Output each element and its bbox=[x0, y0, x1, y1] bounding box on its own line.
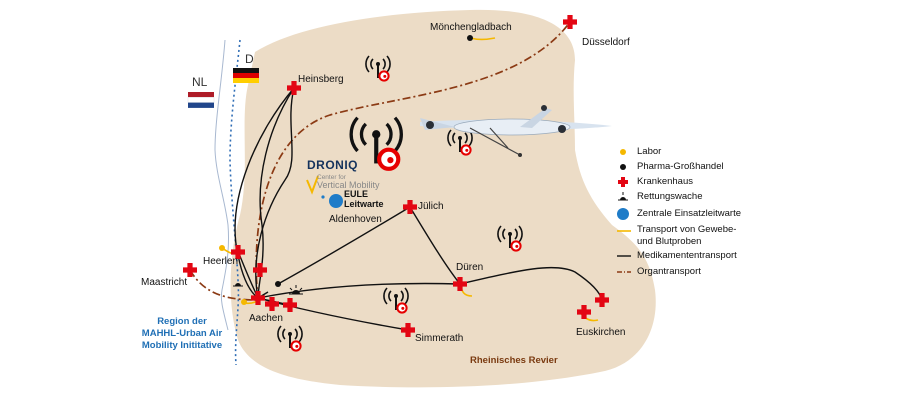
hospital-maastricht bbox=[183, 263, 197, 277]
border-line-solid bbox=[214, 39, 230, 331]
cvm-line: Vertical Mobility bbox=[317, 180, 380, 190]
country-label-nl: NL bbox=[192, 75, 208, 89]
legend-item: Rettungswache bbox=[615, 191, 702, 205]
city-label: Simmerath bbox=[415, 333, 463, 344]
initiative-line: Mobility Inititative bbox=[141, 340, 223, 351]
legend-item: Labor bbox=[615, 146, 661, 160]
cvm-line: Center for bbox=[317, 174, 346, 181]
initiative-label: Region der MAHHL-Urban Air Mobility Init… bbox=[122, 316, 242, 352]
ambulance-station-icon bbox=[289, 285, 303, 295]
city-label: Heerlen bbox=[203, 256, 238, 267]
legend-label: Organtransport bbox=[637, 266, 701, 277]
flag-netherlands-icon bbox=[187, 92, 215, 108]
legend-item: Medikamententransport bbox=[615, 250, 737, 264]
region-label: Rheinisches Revier bbox=[470, 355, 558, 366]
region-area bbox=[230, 9, 656, 388]
medication-routes bbox=[234, 87, 603, 331]
legend-label-line: Transport von Gewebe- bbox=[637, 224, 737, 235]
legend-label: Krankenhaus bbox=[637, 176, 693, 187]
control-center-marker bbox=[329, 194, 343, 208]
brown-dashdot-line-icon bbox=[615, 266, 637, 280]
legend-item: Zentrale Einsatzleitwarte bbox=[615, 207, 741, 221]
cvm-logo-icon bbox=[306, 175, 319, 195]
pharma-marker-moenchengladbach bbox=[467, 35, 473, 41]
yellow-dot-icon bbox=[615, 146, 637, 160]
legend-label: Zentrale Einsatzleitwarte bbox=[637, 208, 742, 219]
city-label: Heinsberg bbox=[298, 74, 344, 85]
city-label: Aldenhoven bbox=[329, 214, 382, 225]
city-label: Aachen bbox=[249, 313, 283, 324]
legend-label: Medikamententransport bbox=[637, 250, 737, 261]
flag-germany-icon bbox=[233, 68, 259, 83]
red-cross-icon bbox=[615, 176, 637, 190]
initiative-line: MAHHL-Urban Air bbox=[141, 328, 223, 339]
legend-label: Labor bbox=[637, 146, 662, 157]
eule-logo: EULE Leitwarte bbox=[344, 189, 384, 209]
droniq-logo: DRONIQ bbox=[307, 158, 358, 172]
city-label: Maastricht bbox=[141, 277, 187, 288]
legend-item: Organtransport bbox=[615, 266, 701, 280]
country-label-de: D bbox=[245, 52, 254, 66]
legend-item: Transport von Gewebe- und Blutproben bbox=[615, 224, 736, 248]
initiative-line: Region der bbox=[157, 316, 207, 327]
black-line-icon bbox=[615, 250, 637, 264]
legend-label: Rettungswache bbox=[637, 191, 703, 202]
lab-marker-heerlen bbox=[219, 245, 225, 251]
city-label: Euskirchen bbox=[576, 327, 625, 338]
lab-marker-aachen bbox=[241, 299, 247, 305]
blue-dot-icon bbox=[615, 207, 637, 221]
eule-line: EULE bbox=[344, 189, 369, 199]
eule-line: Leitwarte bbox=[344, 199, 384, 209]
ambulance-station-icon bbox=[233, 283, 243, 287]
yellow-line-icon bbox=[615, 224, 637, 238]
drone-icon bbox=[420, 105, 612, 157]
city-label: Jülich bbox=[418, 201, 444, 212]
legend-item: Krankenhaus bbox=[615, 176, 693, 190]
legend-label: Pharma-Großhandel bbox=[637, 161, 724, 172]
legend-label-line: und Blutproben bbox=[637, 236, 702, 247]
legend-item: Pharma-Großhandel bbox=[615, 161, 724, 175]
city-label: Düren bbox=[456, 262, 483, 273]
city-label: Mönchengladbach bbox=[430, 22, 512, 33]
organ-route bbox=[189, 21, 571, 301]
black-dot-icon bbox=[615, 161, 637, 175]
pharma-marker-aachen bbox=[275, 281, 281, 287]
city-label: Düsseldorf bbox=[582, 37, 630, 48]
border-line-dashed bbox=[229, 39, 241, 366]
legend-label: Transport von Gewebe- und Blutproben bbox=[637, 224, 736, 248]
ambulance-station-icon bbox=[615, 191, 637, 205]
cvm-logo: Center for Vertical Mobility bbox=[317, 174, 380, 190]
